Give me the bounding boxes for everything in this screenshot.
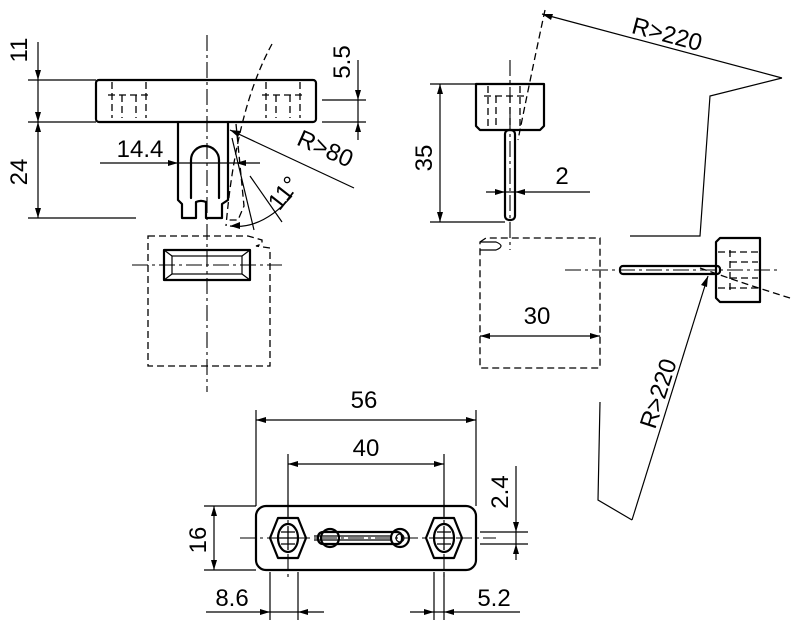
key-head-hidden <box>484 86 524 126</box>
actuator-head <box>94 78 318 124</box>
top-view: 56 40 2.4 16 8.6 5.2 <box>185 387 528 620</box>
tongue-slot <box>189 144 221 200</box>
dim-hole-diameter: 5.2 <box>477 585 510 612</box>
dim-top-height: 11 <box>6 38 33 63</box>
dim-key-length: 35 <box>411 145 438 172</box>
dim-overall-length: 56 <box>351 387 378 414</box>
dim-offset-width: 14.4 <box>117 136 164 163</box>
actuator-tongue <box>176 120 230 220</box>
body-notch <box>480 241 502 251</box>
key-head-horizontal-hidden <box>718 250 758 292</box>
key-head-horizontal <box>714 236 762 304</box>
hidden-screw-left <box>108 82 150 118</box>
tilted-tongue-hidden <box>226 123 245 221</box>
long-swing-arc-top <box>517 9 546 141</box>
dim-head-width: 30 <box>524 303 551 330</box>
dim-radius-short: R>80 <box>293 125 357 173</box>
slot-chamfer <box>163 249 251 281</box>
long-swing-arc-bottom <box>699 267 791 299</box>
hidden-screw-right <box>262 82 304 118</box>
dim-plate-height: 16 <box>185 527 212 554</box>
dim-radius-long-bottom: R>220 <box>635 356 683 432</box>
dim-swing-angle: 11° <box>263 171 306 215</box>
key-pin-horizontal <box>618 264 722 276</box>
dim-radius-long-top: R>220 <box>629 12 705 57</box>
switch-body-side <box>479 237 601 369</box>
radius-short-leader <box>229 129 355 189</box>
switch-body-front <box>147 235 271 367</box>
key-head-vertical <box>474 82 546 132</box>
dim-bottom-height: 24 <box>6 159 33 186</box>
dim-pin-diameter: 2 <box>555 163 568 190</box>
dim-hole-offset: 8.6 <box>215 585 248 612</box>
side-view: 35 2 R>220 30 R>220 <box>411 9 791 521</box>
dim-plate-thickness: 2.4 <box>487 475 514 508</box>
dim-mounting-pitch: 40 <box>353 435 380 462</box>
front-view: 11 24 14.4 5.5 R>80 11° <box>6 35 366 392</box>
dim-step-height: 5.5 <box>329 45 356 78</box>
